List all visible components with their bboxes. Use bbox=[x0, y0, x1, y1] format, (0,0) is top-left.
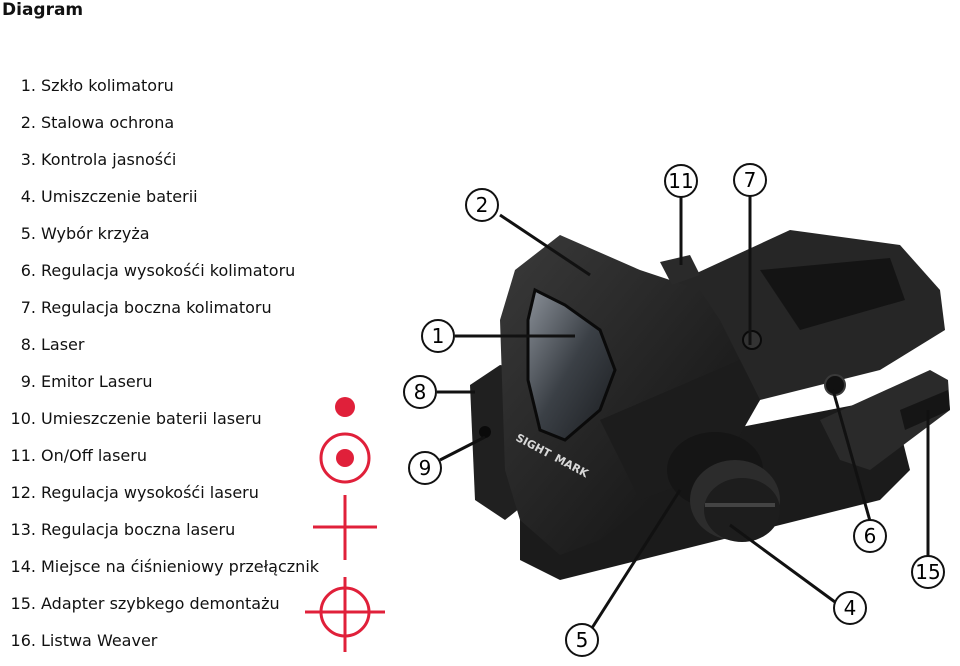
crosshair-icon bbox=[313, 495, 377, 560]
list-item: 14. Miejsce na ćiśnieniowy przełącznik bbox=[0, 555, 319, 592]
page-title: Diagram bbox=[2, 0, 84, 20]
list-item: 3. Kontrola jasnośći bbox=[0, 148, 319, 185]
item-label: Laser bbox=[41, 335, 85, 354]
item-label: Umiszczenie baterii bbox=[41, 187, 198, 206]
svg-text:5: 5 bbox=[576, 628, 589, 652]
list-item: 15. Adapter szybkego demontażu bbox=[0, 592, 319, 629]
dot-icon bbox=[335, 397, 355, 417]
item-label: Umieszczenie baterii laseru bbox=[41, 409, 262, 428]
circle-dot-icon bbox=[319, 432, 371, 484]
list-item: 10. Umieszczenie baterii laseru bbox=[0, 407, 319, 444]
svg-text:6: 6 bbox=[864, 524, 877, 548]
list-item: 11. On/Off laseru bbox=[0, 444, 319, 481]
list-item: 5. Wybór krzyża bbox=[0, 222, 319, 259]
callout-7: 7 bbox=[733, 163, 767, 197]
circle-crosshair-icon bbox=[305, 577, 385, 652]
svg-text:2: 2 bbox=[476, 193, 489, 217]
list-item: 7. Regulacja boczna kolimatoru bbox=[0, 296, 319, 333]
svg-text:4: 4 bbox=[844, 596, 857, 620]
quick-release-lever bbox=[820, 370, 950, 470]
item-label: Stalowa ochrona bbox=[41, 113, 175, 132]
item-number: 6. bbox=[20, 261, 36, 280]
item-label: Kontrola jasnośći bbox=[41, 150, 177, 169]
list-item: 16. Listwa Weaver bbox=[0, 629, 319, 666]
callout-8: 8 bbox=[403, 375, 437, 409]
item-number: 7. bbox=[20, 298, 36, 317]
svg-text:9: 9 bbox=[419, 456, 432, 480]
leader-lines bbox=[437, 195, 930, 629]
list-item: 13. Regulacja boczna laseru bbox=[0, 518, 319, 555]
list-item: 9. Emitor Laseru bbox=[0, 370, 319, 407]
item-number: 13. bbox=[10, 520, 36, 539]
item-label: Emitor Laseru bbox=[41, 372, 153, 391]
item-label: Regulacja boczna laseru bbox=[41, 520, 236, 539]
reticle-group bbox=[305, 397, 385, 652]
item-number: 9. bbox=[20, 372, 36, 391]
callout-1: 1 bbox=[421, 319, 455, 353]
red-dot-sight-image: SIGHTMARK bbox=[470, 230, 950, 580]
item-number: 3. bbox=[20, 150, 36, 169]
item-number: 16. bbox=[10, 631, 36, 650]
item-label: On/Off laseru bbox=[41, 446, 147, 465]
list-item: 6. Regulacja wysokośći kolimatoru bbox=[0, 259, 319, 296]
parts-list: 1. Szkło kolimatoru 2. Stalowa ochrona 3. K… bbox=[0, 74, 319, 666]
item-number: 14. bbox=[10, 557, 36, 576]
windage-screw bbox=[742, 330, 762, 350]
list-item: 2. Stalowa ochrona bbox=[0, 111, 319, 148]
list-item: 1. Szkło kolimatoru bbox=[0, 74, 319, 111]
svg-text:8: 8 bbox=[414, 380, 427, 404]
callout-15: 15 bbox=[911, 555, 945, 589]
list-item: 12. Regulacja wysokośći laseru bbox=[0, 481, 319, 518]
laser-switch bbox=[660, 255, 700, 285]
svg-text:15: 15 bbox=[915, 560, 940, 584]
item-number: 12. bbox=[10, 483, 36, 502]
item-number: 4. bbox=[20, 187, 36, 206]
item-label: Szkło kolimatoru bbox=[41, 76, 174, 95]
item-label: Listwa Weaver bbox=[41, 631, 158, 650]
list-item: 8. Laser bbox=[0, 333, 319, 370]
svg-text:7: 7 bbox=[744, 168, 757, 192]
item-label: Regulacja wysokośći laseru bbox=[41, 483, 259, 502]
item-number: 10. bbox=[10, 409, 36, 428]
item-number: 1. bbox=[20, 76, 36, 95]
item-number: 5. bbox=[20, 224, 36, 243]
svg-text:1: 1 bbox=[432, 324, 445, 348]
item-label: Adapter szybkego demontażu bbox=[41, 594, 280, 613]
battery-cap bbox=[667, 432, 780, 542]
callout-5: 5 bbox=[565, 623, 599, 657]
callout-2: 2 bbox=[465, 188, 499, 222]
item-number: 2. bbox=[20, 113, 36, 132]
callout-4: 4 bbox=[833, 591, 867, 625]
item-number: 11. bbox=[10, 446, 36, 465]
callout-11: 11 bbox=[664, 164, 698, 198]
callout-6: 6 bbox=[853, 519, 887, 553]
item-number: 8. bbox=[20, 335, 36, 354]
item-label: Wybór krzyża bbox=[41, 224, 150, 243]
list-item: 4. Umiszczenie baterii bbox=[0, 185, 319, 222]
item-label: Regulacja wysokośći kolimatoru bbox=[41, 261, 296, 280]
collimator-glass bbox=[526, 287, 617, 442]
item-number: 15. bbox=[10, 594, 36, 613]
item-label: Miejsce na ćiśnieniowy przełącznik bbox=[41, 557, 320, 576]
svg-text:11: 11 bbox=[668, 169, 693, 193]
item-label: Regulacja boczna kolimatoru bbox=[41, 298, 272, 317]
callout-9: 9 bbox=[408, 451, 442, 485]
